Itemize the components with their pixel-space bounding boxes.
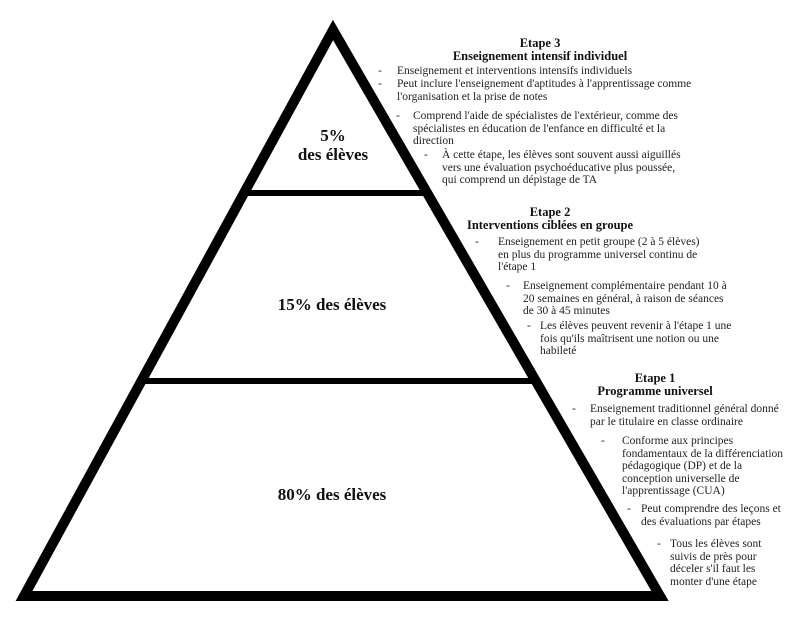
bullet-dash: - bbox=[396, 110, 400, 122]
tier1-bullet-3: Peut comprendre des leçons et des évalua… bbox=[641, 503, 781, 528]
tier1-bullet-1: Enseignement traditionnel général donné … bbox=[590, 403, 779, 428]
tier3-bullet-1: Enseignement et interventions intensifs … bbox=[397, 65, 633, 77]
tier2-percentage-label: 15% des élèves bbox=[277, 295, 387, 314]
tier3-percentage: 5% bbox=[320, 126, 346, 145]
tier3-students: des élèves bbox=[297, 145, 369, 164]
tier3-heading: Etape 3 Enseignement intensif individuel bbox=[400, 37, 680, 63]
tier2-title: Etape 2 bbox=[529, 205, 571, 219]
tier1-subtitle: Programme universel bbox=[597, 384, 713, 398]
pyramid-triangle bbox=[15, 19, 669, 601]
tier1-percentage-label: 80% des élèves bbox=[277, 485, 387, 504]
bullet-dash: - bbox=[378, 65, 382, 77]
tier3-subtitle: Enseignement intensif individuel bbox=[452, 49, 628, 63]
tier1-title: Etape 1 bbox=[634, 371, 676, 385]
tier2-heading: Etape 2 Interventions ciblées en groupe bbox=[450, 206, 650, 232]
tier3-percentage-label: 5% des élèves bbox=[273, 126, 393, 164]
bullet-dash: - bbox=[657, 538, 661, 550]
tier2-bullet-2: Enseignement complémentaire pendant 10 à… bbox=[523, 280, 727, 318]
tier1-bullet-4: Tous les élèves sont suivis de près pour… bbox=[670, 538, 762, 588]
tier3-bullet-2: Peut inclure l'enseignement d'aptitudes … bbox=[397, 78, 692, 103]
bullet-dash: - bbox=[506, 280, 510, 292]
tier3-bullet-3: Comprend l'aide de spécialistes de l'ext… bbox=[413, 110, 678, 148]
tier2-subtitle: Interventions ciblées en groupe bbox=[466, 218, 634, 232]
bullet-dash: - bbox=[424, 149, 428, 161]
tier1-heading: Etape 1 Programme universel bbox=[575, 372, 735, 398]
tier3-bullet-4: À cette étape, les élèves sont souvent a… bbox=[442, 149, 681, 187]
bullet-dash: - bbox=[475, 236, 479, 248]
tier3-title: Etape 3 bbox=[519, 36, 561, 50]
bullet-dash: - bbox=[627, 503, 631, 515]
bullet-dash: - bbox=[378, 78, 382, 90]
bullet-dash: - bbox=[572, 403, 576, 415]
tier2-bullet-1: Enseignement en petit groupe (2 à 5 élèv… bbox=[498, 236, 700, 274]
tier1-bullet-2: Conforme aux principes fondamentaux de l… bbox=[622, 435, 784, 498]
bullet-dash: - bbox=[601, 435, 605, 447]
bullet-dash: - bbox=[527, 320, 531, 332]
tier2-bullet-3: Les élèves peuvent revenir à l'étape 1 u… bbox=[540, 320, 732, 358]
